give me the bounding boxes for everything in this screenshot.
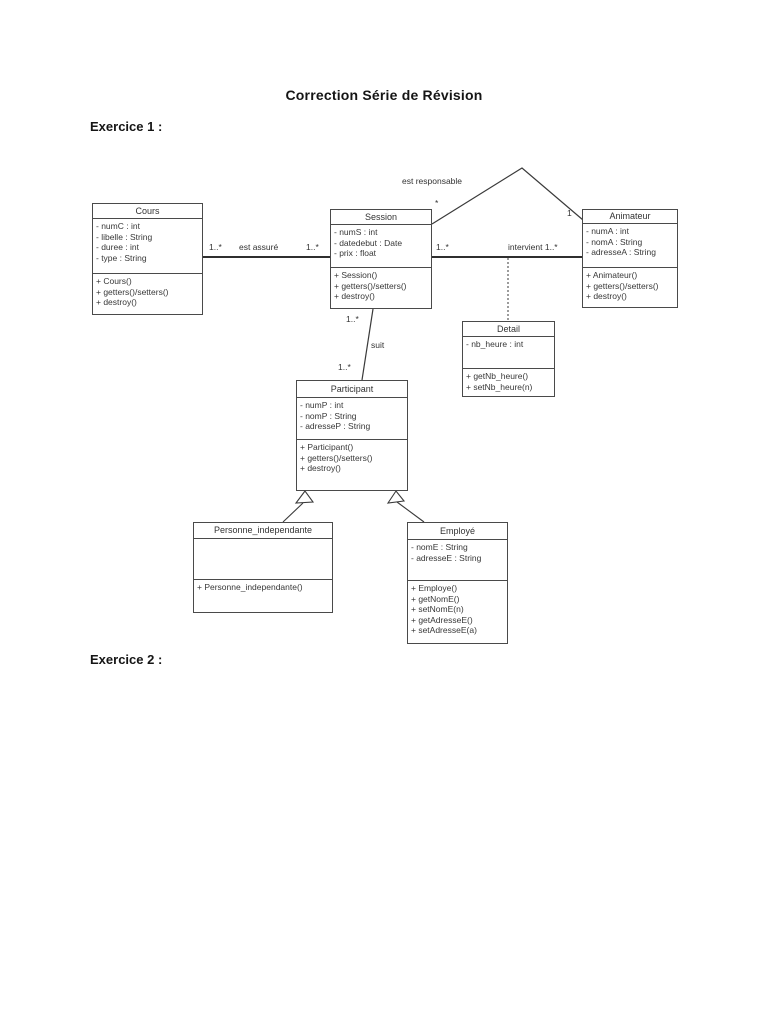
text-line: - numS : int [334,227,378,237]
class-personne-independante-attributes [194,539,332,579]
generalization-employe-line [396,501,425,523]
text-line: + getters()/setters() [300,452,373,463]
class-animateur-methods: + Animateur()+ getters()/setters()+ dest… [583,267,677,307]
class-employe: Employé - nomE : String- adresseE : Stri… [407,522,508,644]
class-employe-methods: + Employe()+ getNomE()+ setNomE(n)+ getA… [408,580,507,643]
class-animateur-name: Animateur [583,210,677,224]
text-line: - libelle : String [96,231,153,242]
text-line: + destroy() [586,291,627,301]
class-session-name: Session [331,210,431,225]
text-line: + setAdresseE(a) [411,625,477,635]
text-line: - prix : float [334,248,377,258]
class-cours-methods: + Cours()+ getters()/setters()+ destroy(… [93,273,202,314]
mult-session-suit: 1..* [346,314,359,324]
text-line: + getAdresseE() [411,614,473,625]
mult-cours-est-assure: 1..* [209,242,222,252]
text-line: - type : String [96,252,147,263]
class-participant-name: Participant [297,381,407,398]
text-line: + Animateur() [586,270,638,280]
association-suit-line [361,308,374,381]
text-line: - nb_heure : int [466,339,524,349]
text-line: + Employe() [411,583,458,593]
mult-session-intervient: 1..* [436,242,449,252]
class-cours: Cours - numC : int- libelle : String- du… [92,203,203,315]
text-line: + Personne_independante() [197,582,303,592]
generalization-personne-line [282,502,304,523]
class-employe-attributes: - nomE : String- adresseE : String [408,540,507,580]
text-line: + Session() [334,270,378,280]
class-animateur-attributes: - numA : int- nomA : String- adresseA : … [583,224,677,267]
text-line: + getters()/setters() [586,280,659,291]
text-line: - nomE : String [411,542,468,552]
text-line: - nomA : String [586,236,643,247]
text-line: + getters()/setters() [96,286,169,297]
label-est-assure: est assuré [239,242,279,252]
class-session-attributes: - numS : int- datedebut : Date- prix : f… [331,225,431,267]
class-detail: Detail - nb_heure : int + getNb_heure()+… [462,321,555,397]
text-line: + Participant() [300,442,354,452]
label-suit: suit [371,340,385,350]
exercise-1-heading: Exercice 1 : [90,119,163,134]
text-line: + setNomE(n) [411,604,464,614]
text-line: - numA : int [586,226,629,236]
generalization-arrow-personne-icon [294,490,315,504]
text-line: + destroy() [300,463,341,473]
class-employe-name: Employé [408,523,507,540]
text-line: + destroy() [334,291,375,301]
class-personne-independante-methods: + Personne_independante() [194,579,332,612]
text-line: - adresseE : String [411,552,482,563]
mult-session-est-responsable: * [435,198,439,208]
class-cours-name: Cours [93,204,202,219]
class-session: Session - numS : int- datedebut : Date- … [330,209,432,309]
class-detail-name: Detail [463,322,554,337]
text-line: + destroy() [96,297,137,307]
text-line: + Cours() [96,276,132,286]
mult-session-est-assure: 1..* [306,242,319,252]
class-personne-independante-name: Personne_independante [194,523,332,539]
class-session-methods: + Session()+ getters()/setters()+ destro… [331,267,431,308]
class-participant: Participant - numP : int- nomP : String-… [296,380,408,491]
class-cours-attributes: - numC : int- libelle : String- duree : … [93,219,202,273]
text-line: + getNb_heure() [466,371,529,381]
exercise-2-heading: Exercice 2 : [90,652,163,667]
generalization-arrow-employe-icon [386,490,406,504]
class-animateur: Animateur - numA : int- nomA : String- a… [582,209,678,308]
text-line: - nomP : String [300,410,357,421]
association-est-responsable-line [431,167,584,225]
class-detail-attributes: - nb_heure : int [463,337,554,368]
label-est-responsable: est responsable [402,176,463,186]
mult-animateur-est-responsable: 1 [567,208,572,218]
text-line: - adresseA : String [586,247,656,257]
mult-participant-suit: 1..* [338,362,351,372]
text-line: + getNomE() [411,593,460,604]
class-participant-methods: + Participant()+ getters()/setters()+ de… [297,439,407,490]
text-line: + setNb_heure(n) [466,381,533,392]
text-line: - duree : int [96,242,139,252]
page-title: Correction Série de Révision [285,87,483,103]
text-line: - datedebut : Date [334,237,403,248]
class-participant-attributes: - numP : int- nomP : String- adresseP : … [297,398,407,439]
text-line: - numP : int [300,400,344,410]
class-detail-methods: + getNb_heure()+ setNb_heure(n) [463,368,554,396]
class-personne-independante: Personne_independante + Personne_indepen… [193,522,333,613]
label-intervient: intervient 1..* [508,242,558,252]
text-line: + getters()/setters() [334,280,407,291]
text-line: - numC : int [96,221,140,231]
text-line: - adresseP : String [300,421,371,431]
